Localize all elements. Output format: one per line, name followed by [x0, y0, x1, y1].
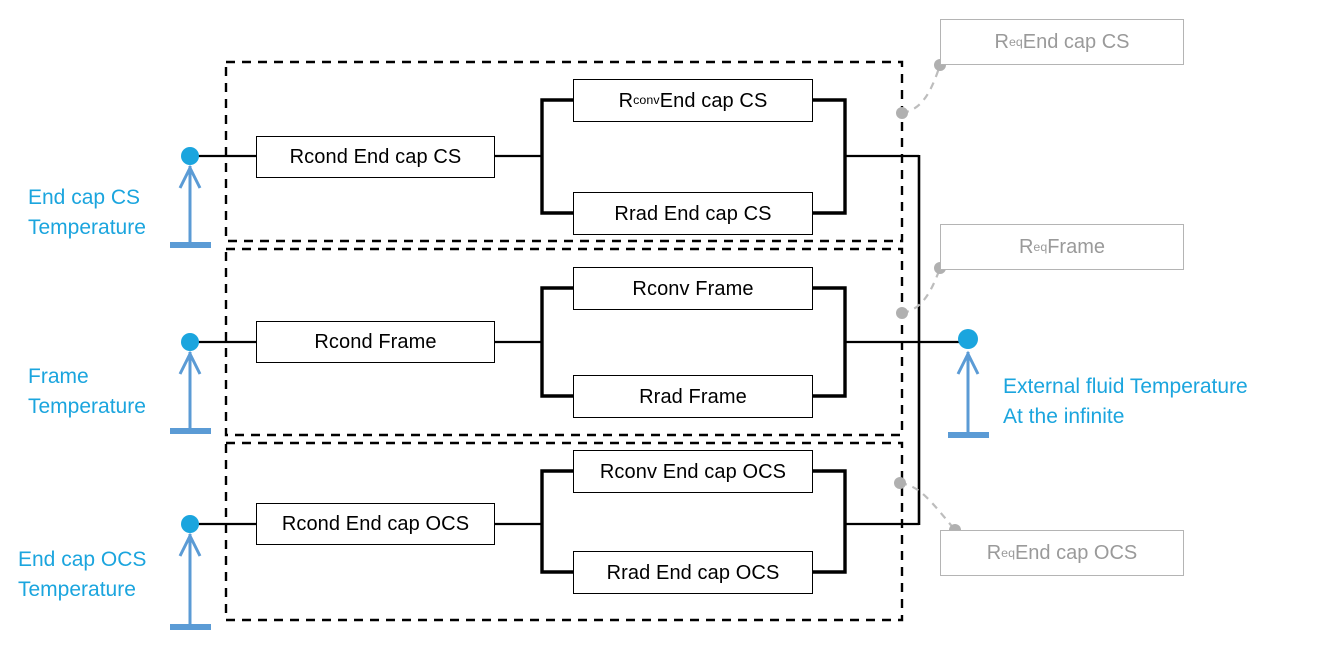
source-symbol-end-cap-ocs: [170, 532, 211, 630]
node-end-cap-cs: [181, 147, 199, 165]
group-box-end-cap-ocs: [224, 441, 904, 622]
resistor-label-rconv-end-cap-cs-rest: End cap CS: [659, 89, 768, 112]
source-symbol-frame: [170, 350, 211, 434]
resistor-box-rrad-end-cap-cs[interactable]: Rrad End cap CS: [573, 192, 813, 235]
callout-label-req-end-cap-ocs-rest: End cap OCS: [1014, 542, 1138, 564]
callout-label-req-end-cap-ocs-sub: eq: [1001, 545, 1015, 560]
node-external-fluid: [958, 329, 978, 349]
node-frame: [181, 333, 199, 351]
callout-label-req-end-cap-cs-main: R: [994, 31, 1009, 53]
bracket-frame-right: [813, 286, 847, 398]
bracket-ocs-left: [540, 469, 573, 574]
callout-label-req-end-cap-cs-rest: End cap CS: [1022, 31, 1130, 53]
resistor-box-rrad-frame[interactable]: Rrad Frame: [573, 375, 813, 418]
group-box-end-cap-cs: [224, 60, 904, 243]
resistor-label-rconv-end-cap-cs-main: R: [618, 89, 634, 112]
bracket-cs-right: [813, 98, 847, 215]
source-symbol-external-fluid: [948, 350, 989, 438]
source-symbol-end-cap-cs: [170, 164, 211, 248]
bracket-ocs-right: [813, 469, 847, 574]
resistor-box-rconv-end-cap-ocs[interactable]: Rconv End cap OCS: [573, 450, 813, 493]
temperature-label-frame: Frame Temperature: [28, 365, 146, 419]
resistor-box-rcond-end-cap-cs[interactable]: Rcond End cap CS: [256, 136, 495, 178]
leader-req-frame: [896, 262, 946, 319]
resistor-box-rcond-end-cap-ocs[interactable]: Rcond End cap OCS: [256, 503, 495, 545]
resistor-box-rrad-end-cap-ocs[interactable]: Rrad End cap OCS: [573, 551, 813, 594]
resistor-box-rcond-frame[interactable]: Rcond Frame: [256, 321, 495, 363]
resistor-box-rconv-frame[interactable]: Rconv Frame: [573, 267, 813, 310]
callout-label-req-end-cap-ocs-main: R: [986, 542, 1002, 564]
temperature-label-end-cap-ocs: End cap OCS Temperature: [18, 548, 147, 602]
leader-req-end-cap-ocs: [894, 477, 961, 536]
callout-label-req-frame-sub: eq: [1033, 239, 1048, 254]
callout-label-req-frame-rest: Frame: [1047, 236, 1106, 258]
bracket-cs-left: [540, 98, 573, 215]
callout-label-req-frame-main: R: [1018, 236, 1034, 258]
resistor-label-rconv-end-cap-cs-sub: conv: [633, 93, 660, 108]
temperature-label-external-fluid: External fluid Temperature At the infini…: [1003, 375, 1248, 429]
bracket-frame-left: [540, 286, 573, 398]
node-end-cap-ocs: [181, 515, 199, 533]
temperature-label-end-cap-cs: End cap CS Temperature: [28, 186, 146, 240]
callout-label-req-end-cap-cs-sub: eq: [1008, 34, 1023, 49]
leader-req-end-cap-cs: [896, 59, 946, 119]
